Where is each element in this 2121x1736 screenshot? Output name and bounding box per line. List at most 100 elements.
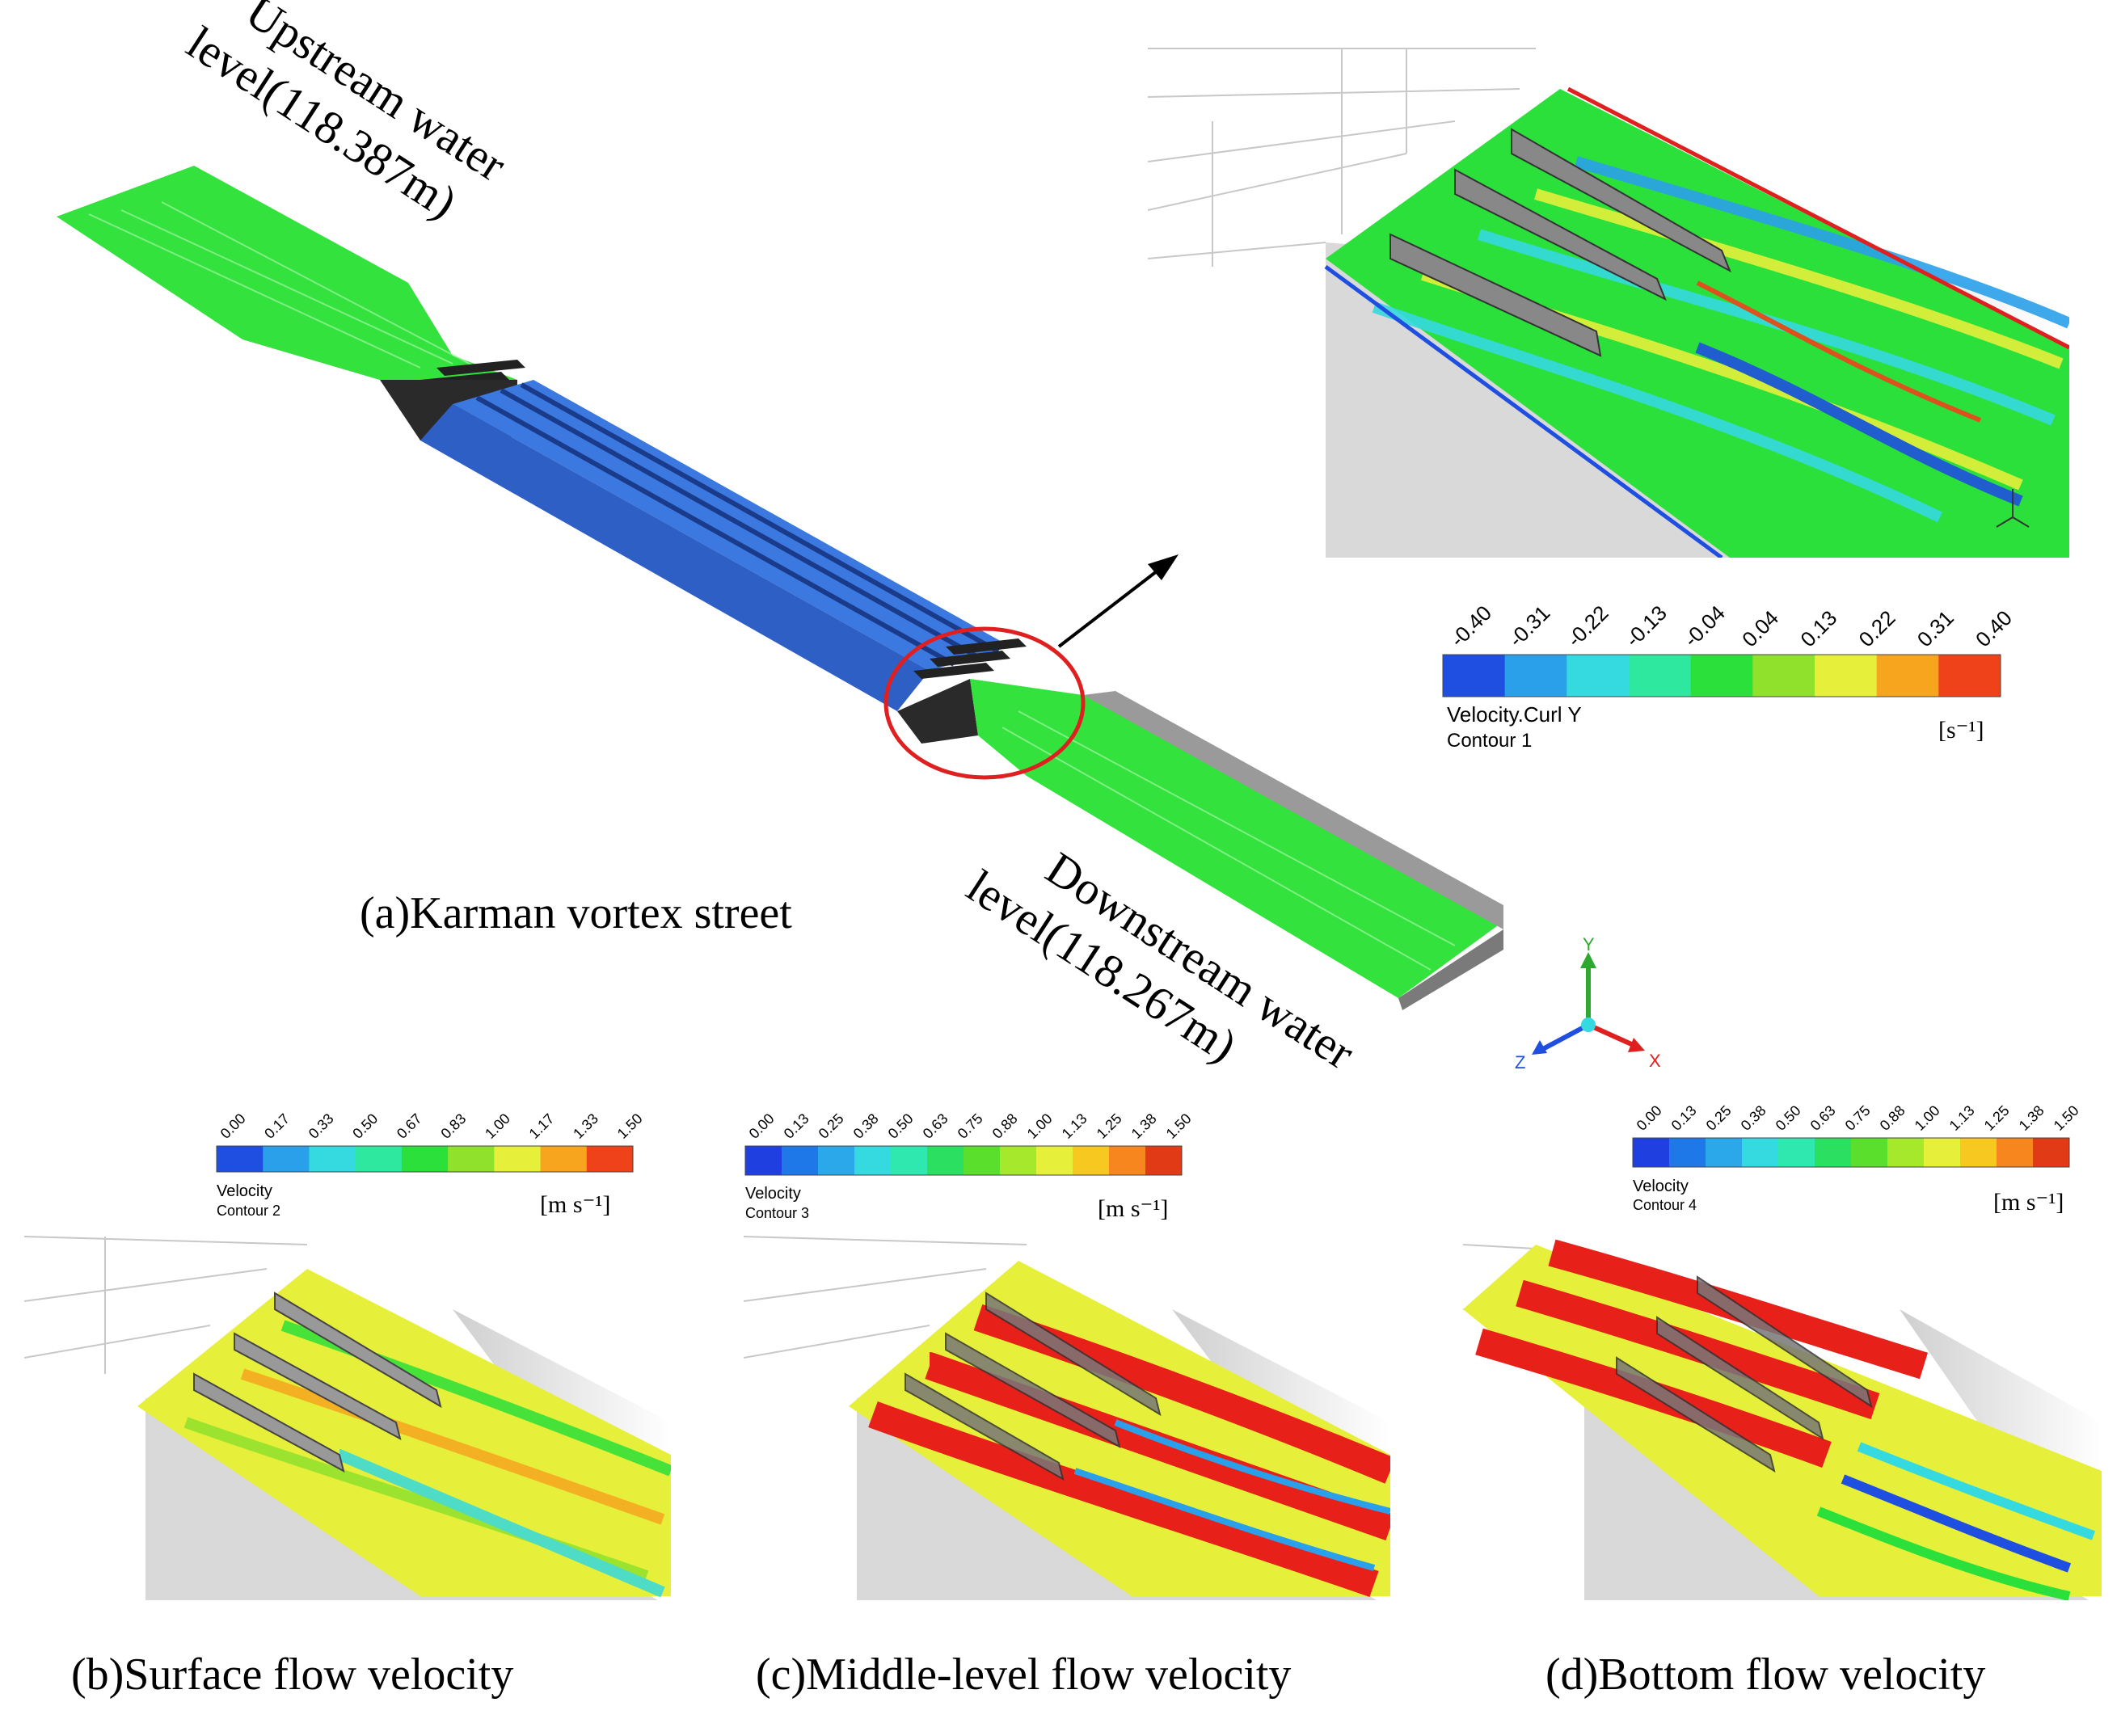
curl-colorbar-segment <box>1938 655 2001 697</box>
curl-colorbar-segment <box>1504 655 1567 697</box>
d-colorbar-segment <box>1924 1138 1961 1167</box>
b-tick-label: 1.33 <box>570 1110 601 1142</box>
b-tick-label: 0.67 <box>394 1110 425 1142</box>
c-colorbar-segment <box>964 1146 1001 1175</box>
bottom-velocity-panel <box>1463 1239 2102 1600</box>
d-colorbar-segment <box>1997 1138 2034 1167</box>
b-colorbar-segment <box>448 1146 495 1172</box>
upstream-water-surface <box>57 166 517 412</box>
c-tick-label: 0.25 <box>816 1110 847 1142</box>
axis-x-label: X <box>1649 1051 1661 1071</box>
c-tick-label: 0.13 <box>781 1110 812 1142</box>
curl-tick-label: 0.22 <box>1854 605 1900 651</box>
curl-legend-unit: [s⁻¹] <box>1938 717 1984 744</box>
axis-y-label: Y <box>1583 934 1595 954</box>
curl-colorbar-segment <box>1752 655 1815 697</box>
d-colorbar-segment <box>1633 1138 1670 1167</box>
c-tick-label: 0.00 <box>746 1110 778 1142</box>
curl-tick-label: 0.13 <box>1795 605 1841 651</box>
b-colorbar-segment <box>401 1146 449 1172</box>
curl-tick-label: -0.04 <box>1679 600 1730 651</box>
d-tick-label: 0.63 <box>1807 1102 1839 1134</box>
curl-legend-variable: Velocity.Curl Y <box>1447 702 1582 727</box>
b-colorbar-segment <box>494 1146 542 1172</box>
legend-c-colorbar <box>744 1145 1183 1176</box>
curl-tick-label: 0.04 <box>1737 605 1783 651</box>
outlet-piers <box>913 638 1027 679</box>
d-tick-label: 0.75 <box>1842 1102 1874 1134</box>
legend-b-contour: Contour 2 <box>217 1203 280 1219</box>
c-tick-label: 1.00 <box>1024 1110 1056 1142</box>
middle-velocity-panel <box>744 1236 1390 1600</box>
c-tick-label: 0.38 <box>850 1110 882 1142</box>
legend-d-contour: Contour 4 <box>1633 1197 1697 1213</box>
c-colorbar-segment <box>1036 1146 1073 1175</box>
d-tick-label: 1.25 <box>1981 1102 2013 1134</box>
b-tick-label: 1.50 <box>614 1110 646 1142</box>
b-tick-label: 0.33 <box>306 1110 337 1142</box>
b-colorbar-segment <box>540 1146 588 1172</box>
c-tick-label: 0.75 <box>955 1110 986 1142</box>
c-colorbar-segment <box>927 1146 964 1175</box>
c-colorbar-segment <box>1109 1146 1146 1175</box>
legend-b-variable: Velocity <box>217 1182 272 1200</box>
curl-tick-label: -0.31 <box>1503 600 1554 651</box>
b-colorbar-segment <box>586 1146 634 1172</box>
curl-legend-contour: Contour 1 <box>1447 730 1532 752</box>
legend-d-variable: Velocity <box>1633 1178 1689 1195</box>
detail-arrow <box>1057 554 1179 648</box>
axis-triad: Y X Z <box>1515 934 1661 1072</box>
curl-tick-label: 0.31 <box>1912 605 1959 651</box>
d-colorbar-segment <box>1778 1138 1815 1167</box>
d-tick-label: 1.50 <box>2051 1102 2082 1134</box>
curl-colorbar-segment <box>1876 655 1939 697</box>
legend-b-colorbar <box>216 1145 634 1173</box>
legend-c-contour: Contour 3 <box>745 1205 809 1221</box>
c-colorbar-segment <box>1000 1146 1037 1175</box>
c-colorbar-segment <box>745 1146 782 1175</box>
legend-b-unit: [m s⁻¹] <box>540 1191 610 1218</box>
downstream-water-surface <box>970 679 1503 998</box>
b-tick-label: 1.00 <box>482 1110 513 1142</box>
d-colorbar-segment <box>1887 1138 1925 1167</box>
axis-z-label: Z <box>1515 1052 1525 1072</box>
curl-colorbar-frame <box>1442 654 2001 697</box>
d-tick-label: 0.38 <box>1738 1102 1769 1134</box>
d-colorbar-segment <box>1815 1138 1852 1167</box>
legend-d-unit: [m s⁻¹] <box>1993 1189 2064 1216</box>
d-tick-label: 0.88 <box>1877 1102 1908 1134</box>
b-tick-label: 1.17 <box>526 1110 558 1142</box>
curl-colorbar-segment <box>1815 655 1878 697</box>
c-tick-label: 1.25 <box>1094 1110 1125 1142</box>
c-tick-label: 1.50 <box>1163 1110 1195 1142</box>
c-colorbar-segment <box>818 1146 855 1175</box>
b-colorbar-segment <box>217 1146 264 1172</box>
b-tick-label: 0.50 <box>349 1110 381 1142</box>
d-colorbar-segment <box>1706 1138 1743 1167</box>
curl-colorbar-segment <box>1690 655 1753 697</box>
curl-tick-label: -0.22 <box>1562 600 1613 651</box>
curl-tick-label: -0.13 <box>1621 600 1672 651</box>
surface-velocity-panel <box>24 1236 671 1600</box>
d-colorbar-segment <box>2033 1138 2070 1167</box>
legend-c-variable: Velocity <box>745 1185 801 1203</box>
d-tick-label: 0.25 <box>1703 1102 1735 1134</box>
b-colorbar-frame <box>216 1145 634 1173</box>
d-tick-label: 0.00 <box>1634 1102 1665 1134</box>
c-colorbar-frame <box>744 1145 1183 1176</box>
curl-colorbar-segment <box>1443 655 1506 697</box>
curl-tick-label: -0.40 <box>1445 600 1496 651</box>
c-colorbar-segment <box>1073 1146 1110 1175</box>
d-colorbar-segment <box>1851 1138 1888 1167</box>
c-tick-label: 1.13 <box>1059 1110 1090 1142</box>
curl-colorbar-segment <box>1629 655 1692 697</box>
